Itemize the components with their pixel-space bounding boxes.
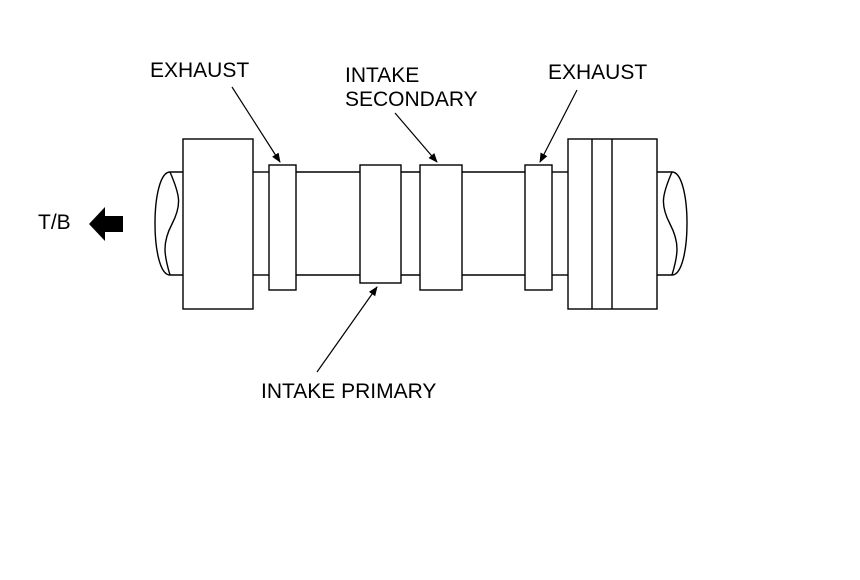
intake-secondary-lobe <box>419 164 463 291</box>
label-intake-primary: INTAKE PRIMARY <box>261 380 436 403</box>
left-flange <box>182 138 254 310</box>
exhaust-lobe-right <box>524 164 553 291</box>
intake-primary-lobe <box>359 164 402 284</box>
arrow-left-icon <box>89 207 123 241</box>
label-exhaust-right: EXHAUST <box>548 61 647 84</box>
label-intake-secondary-line2: SECONDARY <box>345 88 478 111</box>
right-journal-block <box>567 138 658 310</box>
label-exhaust-left: EXHAUST <box>150 59 249 82</box>
shaft-left-end <box>154 171 183 276</box>
label-direction: T/B <box>38 211 71 234</box>
shaft-journal <box>253 171 568 276</box>
leader-exhaust-right <box>539 89 578 163</box>
leader-exhaust-left <box>231 86 281 163</box>
label-intake-secondary-line1: INTAKE <box>345 64 419 87</box>
leader-intake-primary <box>316 286 378 373</box>
exhaust-lobe-left <box>268 164 297 291</box>
leader-intake-secondary <box>394 112 438 163</box>
shaft-right-end <box>657 171 688 276</box>
